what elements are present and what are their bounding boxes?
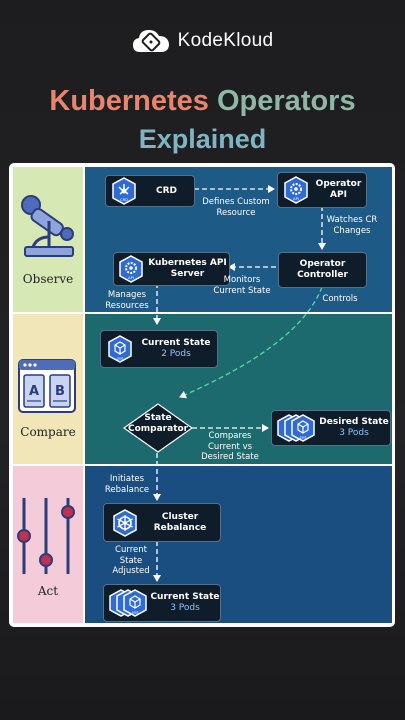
page-subtitle: Explained: [138, 124, 267, 154]
label-controls: Controls: [322, 294, 358, 304]
node-operator-controller: Operator Controller: [278, 252, 367, 288]
current-state-2-count: 3 Pods: [170, 603, 200, 613]
kubernetes-hexagon-icon: CRD: [112, 177, 136, 205]
kubernetes-hexagon-icon: API: [119, 255, 143, 283]
compare-ab-icon: A B: [18, 359, 76, 413]
stage-label-act: Act: [37, 584, 59, 598]
node-cluster-rebalance: Cluster Rebalance: [103, 503, 221, 542]
operator-api-badge: API: [293, 197, 299, 201]
label-adjusted: Current State Adjusted: [112, 545, 150, 576]
kube-api-badge: API: [128, 276, 134, 280]
kube-api-title: Kubernetes API Server: [148, 258, 227, 279]
label-watches: Watches CR Changes: [326, 215, 378, 236]
stage-compare: A B Compare: [13, 314, 83, 464]
node-kube-api-server: API Kubernetes API Server: [113, 252, 230, 286]
label-initiates: Initiates Rebalance: [104, 474, 150, 495]
current-state-badge: pod: [117, 357, 124, 361]
edge-controls: [179, 286, 323, 399]
brand-name: KodeKloud: [177, 30, 274, 51]
current-state-count: 2 Pods: [161, 349, 191, 359]
desired-state-count: 3 Pods: [339, 428, 369, 438]
current-state-2-badge: pod: [132, 611, 139, 615]
brand-header: KodeKloud: [0, 28, 405, 54]
cluster-rebalance-title: Cluster Rebalance: [153, 511, 207, 533]
node-state-comparator: [123, 403, 193, 453]
label-defines: Defines Custom Resource: [202, 197, 270, 218]
comparator-title: State Comparator: [128, 413, 189, 434]
title-part1: Kubernetes: [49, 85, 217, 117]
operator-controller-title: Operator Controller: [297, 259, 348, 280]
page-title: Kubernetes Operators: [0, 85, 405, 118]
node-operator-api: API Operator API: [277, 172, 367, 208]
operator-api-title: Operator API: [315, 179, 362, 200]
kubernetes-wheel-icon: [113, 508, 137, 537]
microscope-icon: [21, 195, 74, 257]
stage-label-observe: Observe: [22, 272, 74, 286]
stage-observe: Observe: [13, 167, 83, 312]
title-part2: Operators: [217, 85, 356, 117]
desired-state-badge: pod: [300, 436, 307, 440]
current-state-label: Current State: [141, 338, 211, 348]
label-compares: Compares Current vs Desired State: [201, 431, 259, 462]
sliders-icon: [17, 498, 75, 574]
node-crd: CRD CRD: [105, 175, 195, 207]
svg-text:B: B: [55, 384, 65, 399]
crd-title: CRD: [155, 185, 177, 196]
crd-badge: CRD: [120, 198, 128, 202]
kubernetes-hexagon-icon: pod: [108, 335, 132, 363]
kubernetes-hexagon-icon: API: [284, 176, 308, 204]
kodekloud-logo-icon: [132, 30, 169, 52]
kubernetes-hexagon-icon: pod: [277, 414, 315, 442]
stage-act: Act: [13, 466, 83, 623]
desired-state-label: Desired State: [319, 417, 389, 427]
stage-label-compare: Compare: [20, 425, 76, 439]
label-monitors: Monitors Current State: [213, 275, 271, 296]
kubernetes-hexagon-icon: pod: [109, 589, 147, 617]
svg-text:A: A: [29, 384, 39, 399]
label-manages: Manages Resources: [105, 290, 149, 311]
current-state-2-label: Current State: [150, 592, 220, 602]
